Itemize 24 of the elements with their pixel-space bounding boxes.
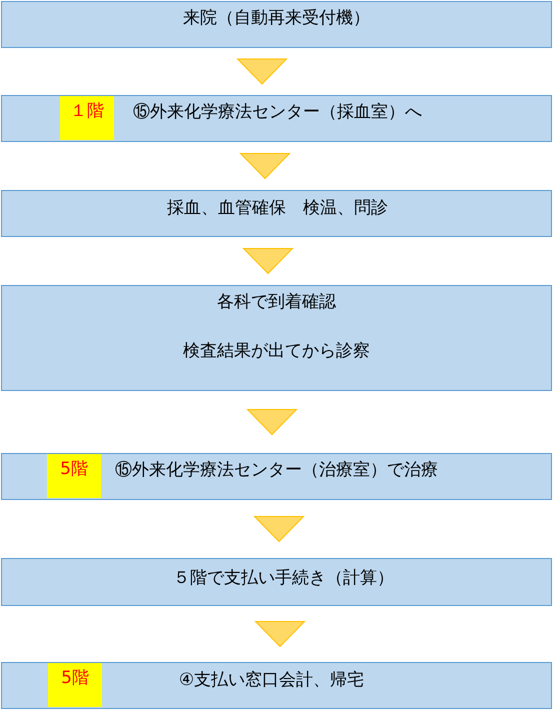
process-box — [1, 285, 552, 391]
process-box — [1, 662, 552, 709]
step-text: ⑮外来化学療法センター（治療室）で治療 — [115, 458, 438, 480]
process-box — [1, 558, 552, 606]
process-box — [1, 95, 552, 142]
step-text: ④支払い窓口会計、帰宅 — [178, 668, 364, 690]
floor-tag: １階 — [60, 96, 114, 140]
step-text: ５階で支払い手続き（計算） — [173, 566, 394, 588]
arrow — [239, 153, 291, 180]
step-text: 採血、血管確保 検温、問診 — [167, 196, 388, 218]
arrow — [254, 621, 306, 648]
floor-tag: 5階 — [47, 454, 101, 498]
process-box — [1, 453, 552, 500]
step-text: ⑮外来化学療法センター（採血室）へ — [133, 100, 422, 122]
process-box — [1, 190, 552, 237]
step-text: 来院（自動再来受付機） — [183, 6, 370, 28]
arrow — [236, 58, 288, 85]
arrow — [242, 248, 294, 274]
arrow — [253, 516, 305, 542]
arrow — [246, 409, 298, 436]
floor-tag: 5階 — [48, 663, 102, 707]
process-box — [1, 1, 552, 48]
step-text: 各科で到着確認 — [217, 290, 336, 312]
step-text: 検査結果が出てから診察 — [183, 340, 370, 362]
